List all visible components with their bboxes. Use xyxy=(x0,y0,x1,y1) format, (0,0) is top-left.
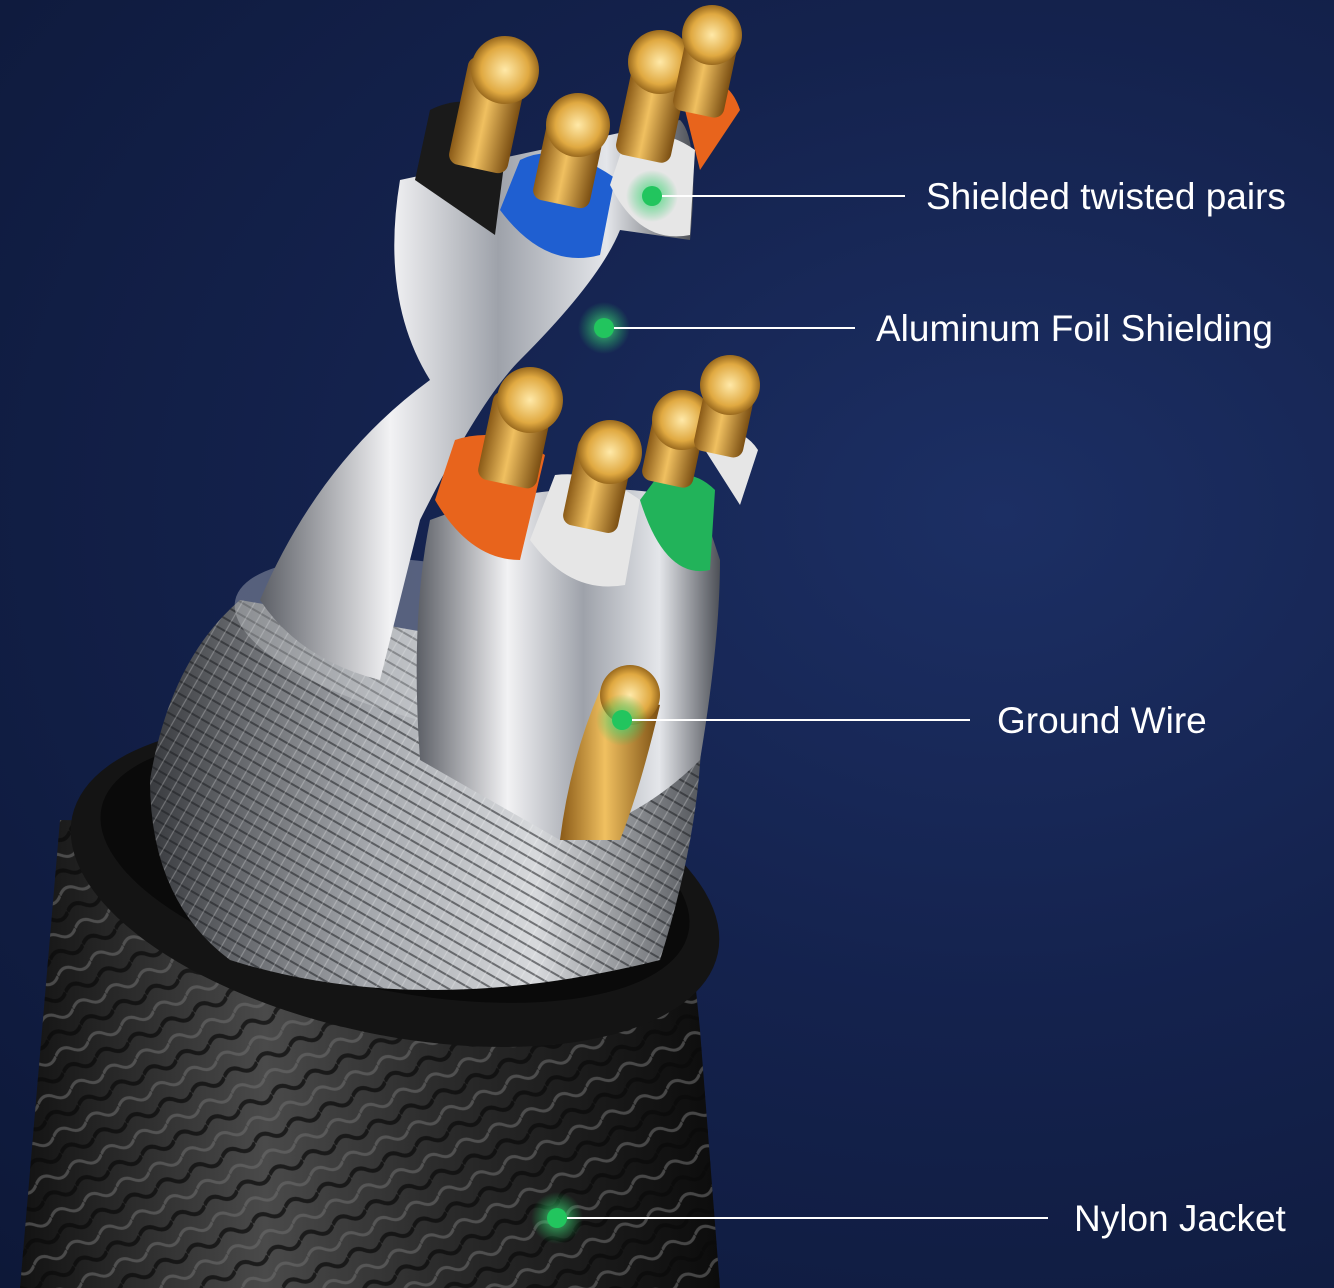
marker-shielded-twisted-pairs xyxy=(626,170,905,222)
marker-aluminum-foil-shielding xyxy=(578,302,855,354)
label-shielded-twisted-pairs: Shielded twisted pairs xyxy=(926,178,1286,215)
label-nylon-jacket: Nylon Jacket xyxy=(1074,1200,1286,1237)
label-ground-wire: Ground Wire xyxy=(997,702,1207,739)
label-aluminum-foil-shielding: Aluminum Foil Shielding xyxy=(876,310,1273,347)
